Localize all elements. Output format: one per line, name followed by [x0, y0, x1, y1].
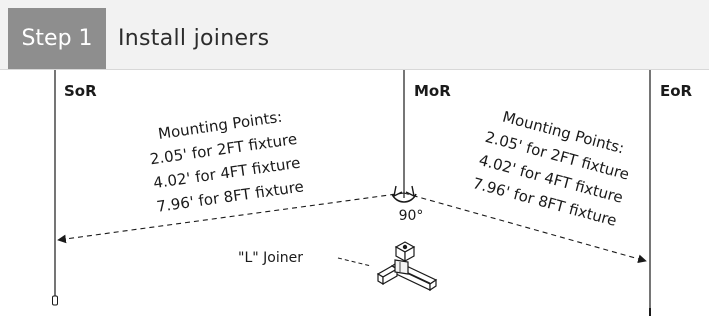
- angle-label: 90°: [399, 208, 424, 224]
- right-dimension-arrow: [403, 192, 647, 264]
- end-of-run-label: EoR: [660, 82, 693, 100]
- start-of-run-label: SoR: [64, 82, 97, 100]
- start-of-run-cable: [52, 70, 58, 306]
- cable-end-icon: [52, 295, 58, 306]
- left-dimension-arrow: [57, 192, 405, 244]
- angle-indicator: 90°: [391, 185, 424, 224]
- step-badge: Step 1: [8, 8, 106, 70]
- step-number-label: Step 1: [21, 26, 93, 51]
- step-title: Install joiners: [118, 26, 270, 51]
- left-mounting-points-note: Mounting Points: 2.05' for 2FT fixture 4…: [149, 108, 305, 216]
- joiner-label: "L" Joiner: [238, 250, 303, 266]
- middle-of-run-label: MoR: [414, 82, 451, 100]
- step-header: Step 1 Install joiners: [0, 0, 709, 70]
- header-divider: [0, 69, 709, 70]
- right-mounting-points-note: Mounting Points: 2.05' for 2FT fixture 4…: [471, 108, 631, 230]
- l-joiner-icon: [376, 241, 438, 292]
- joiner-leader-line: [337, 257, 372, 267]
